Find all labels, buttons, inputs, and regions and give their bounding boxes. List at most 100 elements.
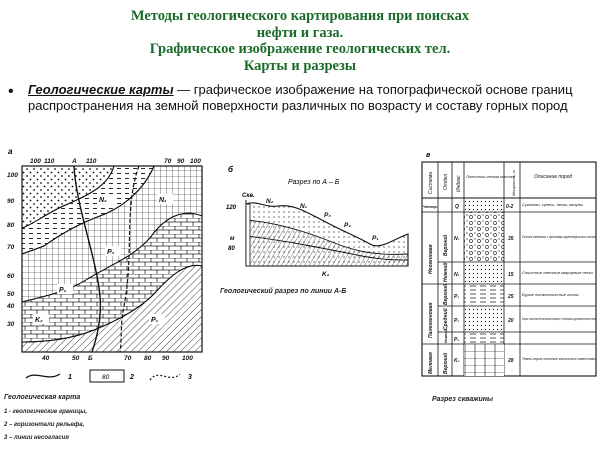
map-top-tick: А	[71, 158, 77, 165]
legend-number: 2	[129, 374, 134, 381]
legend-box-text: 80	[102, 374, 110, 381]
map-bottom-tick: 100	[182, 355, 193, 362]
map-unit-label: N₁	[159, 197, 167, 204]
map-bottom-tick: 80	[144, 355, 152, 362]
section-unit-label: N₁	[300, 203, 307, 210]
section-unit-label: Р₂	[344, 222, 351, 229]
column-description: Темно-серые плотные глинистые известняки	[522, 356, 597, 361]
section-caption: Геологический разрез по линии А-Б	[220, 288, 347, 295]
column-system: Меловая	[428, 352, 434, 374]
title-line: Карты и разрезы	[243, 57, 357, 74]
column-dept: Верхний	[442, 284, 449, 305]
map-bottom-tick: 40	[41, 355, 50, 362]
column-description: Бурые тонкослоистые глины	[522, 292, 579, 297]
column-index: N₂	[454, 236, 460, 242]
column-caption: Разрез скважины	[432, 396, 493, 403]
map-bottom-tick: Б	[88, 355, 93, 362]
well-column-figure: в Система Отдел Индекс Литологи-ческая к…	[421, 152, 597, 377]
column-header: Индекс	[456, 175, 462, 192]
column-index: N₁	[454, 272, 460, 278]
map-unit-label: K₂	[35, 317, 43, 324]
map-unit-label: Р₂	[59, 287, 67, 294]
map-left-tick: 90	[7, 198, 15, 205]
title-line: Графическое изображение геологических те…	[149, 41, 451, 57]
section-axis-tick: 120	[226, 205, 237, 211]
map-top-tick: 100	[30, 158, 41, 165]
map-bottom-tick: 90	[162, 355, 170, 362]
column-thickness: 25	[507, 294, 514, 300]
legend-number: 1	[68, 374, 72, 381]
map-top-tick: 90	[177, 158, 185, 165]
slide-title: Методы геологического картирования при п…	[0, 8, 600, 74]
column-description: Слоистые светлые кварцевые пески	[522, 270, 594, 275]
column-system: Палеогеновая	[428, 302, 434, 338]
map-body	[21, 165, 203, 353]
map-left-tick: 40	[6, 303, 15, 310]
legend-number: 3	[188, 374, 192, 381]
title-line: нефти и газа.	[256, 24, 344, 41]
map-top-tick: 110	[86, 158, 97, 165]
map-left-tick: 100	[7, 172, 18, 179]
map-legend-line: 1 - геологические границы,	[4, 409, 88, 415]
column-index: Р₃	[454, 294, 459, 300]
column-description: Серые слоистые песчанистые мергели, в ос…	[522, 316, 596, 321]
column-dept: Верхний	[442, 235, 449, 256]
column-header: Отдел	[443, 174, 449, 190]
map-unit-label: N₂	[99, 197, 107, 204]
map-left-tick: 70	[7, 244, 15, 251]
map-caption: Геологическая карта	[4, 394, 81, 401]
map-left-tick: 80	[7, 222, 15, 229]
lithology-column	[464, 198, 504, 376]
column-thickness: 0-2	[506, 204, 513, 210]
section-unit-label: N₂	[266, 198, 274, 205]
map-left-tick: 30	[7, 321, 15, 328]
bullet-paragraph: Геологические карты — графическое изобра…	[28, 82, 588, 114]
section-heading: Разрез по А – Б	[288, 179, 340, 186]
column-dept: Нижний	[442, 263, 449, 282]
column-description: Рыхлые галечники с прослоями крупнозерни…	[522, 234, 596, 239]
bullet-text: — графическое изображение на топографиче…	[28, 82, 573, 113]
bullet-term: Геологические карты	[28, 82, 174, 97]
map-top-tick: 110	[44, 158, 55, 165]
column-header: Описание пород	[534, 174, 572, 180]
map-legend-line: 2 – горизонтали рельефа,	[4, 422, 85, 428]
column-dept: Нижний	[444, 329, 448, 343]
column-panel-letter: в	[426, 152, 431, 159]
column-thickness: 28	[507, 358, 514, 364]
map-unit-label: Р₃	[107, 249, 115, 256]
column-index: K₂	[454, 358, 460, 364]
column-header: Система	[428, 172, 434, 194]
column-description: Суглинки, супеси, пески, валуны	[522, 202, 583, 207]
section-body	[245, 202, 409, 267]
map-top-tick: 100	[190, 158, 201, 165]
map-panel-letter: а	[8, 147, 13, 156]
map-left-tick: 50	[7, 291, 15, 298]
map-top-tick: 70	[164, 158, 172, 165]
column-thickness: 35	[508, 236, 514, 242]
cross-section-figure: б Разрез по А – Б Скв. м 120 80 N₂ N₁ Р₃…	[226, 165, 409, 278]
map-bottom-tick: 70	[124, 355, 132, 362]
column-index: Q	[455, 204, 459, 210]
section-well-label: Скв.	[242, 193, 255, 199]
section-unit-label: K₂	[322, 271, 330, 278]
column-thickness: 20	[507, 318, 514, 324]
map-legend: 1 80 2 3	[25, 369, 192, 383]
column-thickness: 15	[508, 272, 514, 278]
bullet-dot-icon: •	[8, 83, 14, 100]
section-axis-tick: 80	[228, 246, 235, 252]
section-axis-unit: м	[230, 236, 235, 242]
column-system: Неогеновая	[428, 244, 434, 274]
section-panel-letter: б	[228, 165, 234, 174]
map-bottom-tick: 50	[72, 355, 80, 362]
title-line: Методы геологического картирования при п…	[130, 8, 470, 24]
column-index: Р₁	[454, 337, 459, 343]
map-left-tick: 60	[7, 273, 15, 280]
column-header: Литологи-ческая колонка	[465, 174, 516, 179]
column-dept: Средний	[442, 308, 449, 330]
section-unit-label: Р₃	[324, 212, 331, 219]
column-header: Мощность, м	[511, 170, 516, 196]
column-system: Четвер.	[423, 205, 438, 209]
column-dept: Верхний	[442, 353, 449, 374]
map-legend-line: 3 – линии несогласия	[4, 435, 69, 441]
section-unit-label: Р₁	[372, 235, 379, 242]
